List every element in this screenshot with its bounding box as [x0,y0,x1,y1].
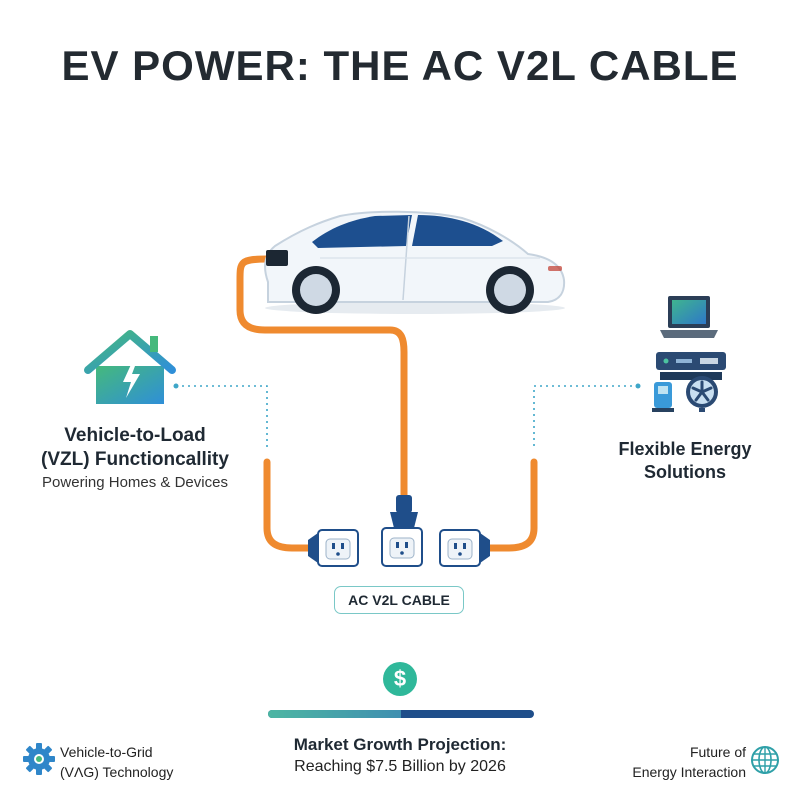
outlet-right [439,529,490,567]
v2g-label: Vehicle-to-Grid (VɅG) Technology [60,742,173,782]
appliance-icon [652,352,726,412]
dollar-icon: $ [383,662,417,696]
electric-car-icon [264,210,566,314]
gear-icon [23,743,55,775]
v2l-title-line2: (VZL) Functioncallity [41,449,229,470]
cable-left-branch [263,458,316,552]
page-title: EV POWER: THE AC V2L CABLE [61,42,739,89]
future-label-line1: Future of [689,744,746,760]
flexible-energy-title: Flexible Energy Solutions [600,438,770,484]
flexible-energy-line1: Flexible Energy [618,439,752,459]
market-title: Market Growth Projection: [293,735,507,754]
v2g-label-line1: Vehicle-to-Grid [60,744,153,760]
future-label: Future of Energy Interaction [620,742,746,782]
cable-loop-top [236,255,408,500]
connector-dot-right [635,383,641,389]
cable-right-branch [484,458,538,552]
laptop-icon [660,296,718,338]
v2l-subtitle: Powering Homes & Devices [42,474,228,491]
dotted-connectors [176,385,638,450]
future-label-line2: Energy Interaction [632,764,746,780]
orange-cable [236,255,538,552]
flexible-energy-line2: Solutions [644,462,726,482]
v2l-title: Vehicle-to-Load (VZL) Functioncallity [30,424,240,472]
v2l-title-line1: Vehicle-to-Load [64,425,206,446]
outlet-center [381,527,423,567]
connector-dot-left [173,383,179,389]
center-plug-icon [390,495,418,528]
cable-label: AC V2L CABLE [334,586,464,614]
market-progress-bar [268,710,534,718]
house-lightning-icon [84,330,176,404]
market-progress-fill [268,710,401,718]
outlet-left [308,529,359,567]
v2g-label-line2: (VɅG) Technology [60,764,174,780]
market-subtitle: Reaching $7.5 Billion by 2026 [294,758,506,775]
globe-icon [751,746,779,774]
